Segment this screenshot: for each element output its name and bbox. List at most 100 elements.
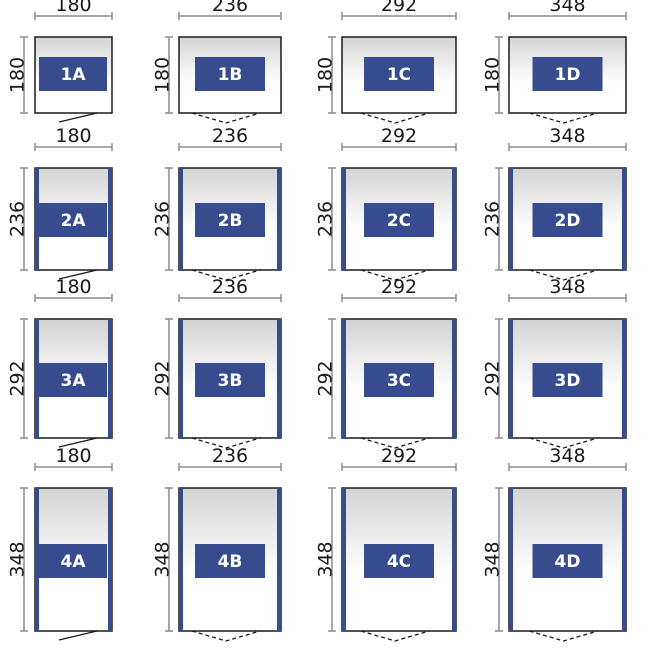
side-stripe-left xyxy=(179,168,183,270)
side-stripe-right xyxy=(622,488,626,631)
width-label: 348 xyxy=(549,445,585,467)
width-label: 292 xyxy=(381,445,417,467)
depth-label: 180 xyxy=(152,57,174,93)
depth-label: 292 xyxy=(7,360,29,396)
depth-label: 292 xyxy=(315,360,337,396)
width-label: 292 xyxy=(381,0,417,16)
side-stripe-right xyxy=(452,488,456,631)
model-badge xyxy=(39,544,107,578)
model-badge xyxy=(364,544,434,578)
width-label: 180 xyxy=(55,276,91,298)
model-label: 1A xyxy=(61,65,87,85)
double-door-swing xyxy=(529,112,598,124)
model-badge xyxy=(532,544,603,578)
model-label: 2B xyxy=(218,211,243,231)
shed-cell-4b[interactable]: 236 348 4B xyxy=(152,445,282,642)
shed-cell-3a[interactable]: 180 292 3A xyxy=(7,276,113,448)
model-badge xyxy=(532,57,603,91)
double-door-swing xyxy=(191,112,261,124)
width-label: 236 xyxy=(212,0,248,16)
model-badge xyxy=(195,57,265,91)
door-swing-line xyxy=(58,630,98,641)
model-label: 4C xyxy=(387,552,411,572)
side-stripe-right xyxy=(108,168,112,270)
width-label: 180 xyxy=(55,445,91,467)
double-door-swing xyxy=(191,630,261,642)
double-door-swing xyxy=(360,269,430,281)
model-badge xyxy=(195,363,265,397)
door-swing-line xyxy=(58,437,98,448)
depth-label: 348 xyxy=(482,541,504,577)
model-label: 4B xyxy=(218,552,243,572)
shed-cell-2c[interactable]: 292 236 2C xyxy=(315,125,457,281)
side-stripe-left xyxy=(509,168,513,270)
side-stripe-left xyxy=(342,168,346,270)
depth-label: 236 xyxy=(482,201,504,237)
double-door-swing xyxy=(360,630,430,642)
model-label: 1D xyxy=(555,65,581,85)
depth-label: 236 xyxy=(152,201,174,237)
width-label: 348 xyxy=(549,0,585,16)
model-label: 2C xyxy=(387,211,411,231)
model-label: 4D xyxy=(555,552,581,572)
model-label: 3D xyxy=(555,371,581,391)
shed-cell-4d[interactable]: 348 348 4D xyxy=(482,445,627,642)
model-badge xyxy=(39,363,107,397)
width-label: 292 xyxy=(381,125,417,147)
model-badge xyxy=(364,57,434,91)
side-stripe-right xyxy=(108,319,112,438)
shed-cell-2d[interactable]: 348 236 2D xyxy=(482,125,627,281)
side-stripe-right xyxy=(108,488,112,631)
double-door-swing xyxy=(191,437,261,449)
side-stripe-right xyxy=(622,319,626,438)
width-label: 348 xyxy=(549,276,585,298)
model-label: 3A xyxy=(61,371,87,391)
side-stripe-left xyxy=(35,319,39,438)
side-stripe-left xyxy=(35,168,39,270)
side-stripe-left xyxy=(35,488,39,631)
width-label: 236 xyxy=(212,276,248,298)
model-badge xyxy=(532,363,603,397)
model-badge xyxy=(532,203,603,237)
model-label: 4A xyxy=(61,552,87,572)
side-stripe-right xyxy=(277,319,281,438)
model-label: 2D xyxy=(555,211,581,231)
depth-label: 180 xyxy=(482,57,504,93)
side-stripe-left xyxy=(342,319,346,438)
depth-label: 348 xyxy=(315,541,337,577)
double-door-swing xyxy=(360,112,430,124)
shed-cell-4c[interactable]: 292 348 4C xyxy=(315,445,457,642)
model-badge xyxy=(364,363,434,397)
shed-cell-3d[interactable]: 348 292 3D xyxy=(482,276,627,449)
double-door-swing xyxy=(191,269,261,281)
model-badge xyxy=(39,203,107,237)
model-badge xyxy=(195,203,265,237)
door-swing-line xyxy=(58,112,98,123)
width-label: 236 xyxy=(212,445,248,467)
shed-cell-1d[interactable]: 348 180 1D xyxy=(482,0,627,124)
model-label: 3C xyxy=(387,371,411,391)
depth-label: 236 xyxy=(7,201,29,237)
width-label: 180 xyxy=(55,0,91,16)
side-stripe-left xyxy=(509,319,513,438)
depth-label: 292 xyxy=(482,360,504,396)
width-label: 348 xyxy=(549,125,585,147)
double-door-swing xyxy=(360,437,430,449)
depth-label: 236 xyxy=(315,201,337,237)
side-stripe-right xyxy=(452,319,456,438)
side-stripe-left xyxy=(179,319,183,438)
door-swing-line xyxy=(58,269,98,280)
model-label: 2A xyxy=(61,211,87,231)
depth-label: 180 xyxy=(315,57,337,93)
double-door-swing xyxy=(529,437,598,449)
model-badge xyxy=(39,57,107,91)
depth-label: 348 xyxy=(152,541,174,577)
